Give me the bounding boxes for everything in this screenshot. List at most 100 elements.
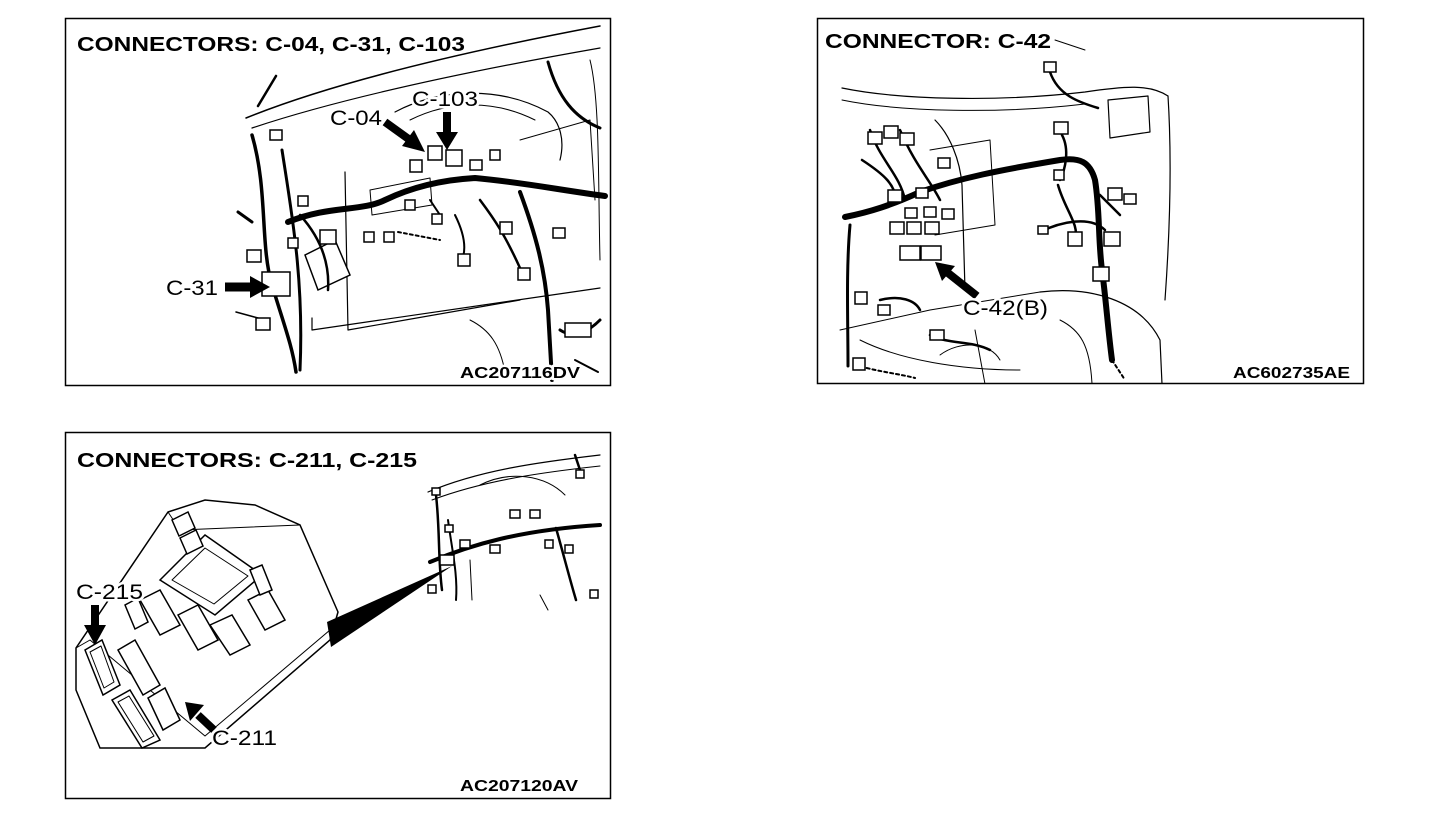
connector-group bbox=[852, 61, 1137, 371]
connector bbox=[489, 544, 501, 554]
connector-c04 bbox=[427, 145, 443, 161]
connector bbox=[906, 221, 922, 235]
panel-3-title: CONNECTORS: C-211, C-215 bbox=[77, 450, 417, 472]
glove-box-window bbox=[1107, 95, 1151, 139]
connector bbox=[269, 129, 283, 141]
connector bbox=[929, 329, 945, 341]
connector bbox=[904, 207, 918, 219]
connector bbox=[255, 317, 271, 331]
connector bbox=[499, 221, 513, 235]
center-face bbox=[929, 139, 996, 236]
right-harness-down bbox=[518, 190, 554, 382]
shifter-edge bbox=[974, 329, 986, 383]
label-c215: C-215 bbox=[76, 581, 143, 604]
connector bbox=[319, 229, 337, 245]
connector bbox=[297, 195, 309, 207]
connector bbox=[552, 227, 566, 239]
connector bbox=[883, 125, 899, 139]
cup-holder bbox=[939, 344, 1001, 361]
console-side bbox=[1059, 319, 1093, 383]
connector bbox=[899, 132, 915, 146]
dashboard-top-edge bbox=[841, 86, 1169, 100]
console-outline bbox=[1039, 290, 1163, 383]
fuse-slot bbox=[179, 528, 204, 556]
arrow-head bbox=[185, 702, 204, 721]
connector-c42b bbox=[899, 245, 921, 261]
harness-wire bbox=[256, 74, 278, 108]
panel-connector-c42: CONNECTOR: C-42 C-42(B) AC602735AE bbox=[816, 17, 1365, 385]
connector bbox=[517, 267, 531, 281]
cluster-hood-inner bbox=[409, 104, 536, 121]
connector-slot bbox=[147, 686, 181, 732]
main-harness bbox=[428, 523, 602, 564]
arrow-head bbox=[402, 130, 425, 152]
knee-panel-edge bbox=[469, 319, 506, 373]
connector-slot-c211 bbox=[110, 688, 162, 749]
harness-wire bbox=[1038, 220, 1107, 234]
console-face bbox=[469, 559, 473, 601]
arrow-head bbox=[84, 625, 106, 645]
connector bbox=[937, 157, 951, 169]
arrow-c31 bbox=[225, 276, 270, 298]
connector bbox=[1043, 61, 1057, 73]
harness-wire bbox=[546, 60, 602, 130]
connector bbox=[889, 221, 905, 235]
right-dash-edge bbox=[589, 59, 601, 261]
right-harness bbox=[554, 526, 578, 602]
relay bbox=[208, 614, 252, 656]
junction-block bbox=[75, 499, 339, 749]
fuse-slot bbox=[249, 564, 273, 596]
connector bbox=[404, 199, 416, 211]
cluster-hood bbox=[479, 475, 566, 496]
panel-1-drawing bbox=[225, 25, 608, 382]
arrow-c103 bbox=[436, 112, 458, 150]
label-c211: C-211 bbox=[212, 727, 277, 750]
connector bbox=[887, 189, 903, 203]
harness-wire bbox=[236, 210, 254, 224]
panel-1-figure-code: AC207116DV bbox=[460, 365, 580, 382]
relay-large-inner bbox=[171, 547, 249, 605]
connector bbox=[1053, 121, 1069, 135]
lower-dash-outline bbox=[311, 287, 601, 331]
relay bbox=[176, 604, 220, 651]
connector bbox=[1037, 225, 1049, 235]
connector bbox=[409, 159, 423, 173]
panel-2-figure-code: AC602735AE bbox=[1233, 365, 1350, 382]
connector bbox=[941, 208, 955, 220]
title-leader-line bbox=[1054, 39, 1086, 51]
cluster-hood bbox=[394, 92, 563, 161]
harness-wire-dashed bbox=[397, 231, 441, 241]
arrow-c42b bbox=[935, 262, 980, 300]
panel-3-frame bbox=[64, 431, 612, 800]
connector bbox=[867, 131, 883, 145]
harness-wire-dashed bbox=[1111, 359, 1126, 381]
connector bbox=[529, 509, 541, 519]
connector bbox=[246, 249, 262, 263]
panel-3-figure-code: AC207120AV bbox=[460, 778, 578, 795]
left-harness-inner bbox=[280, 148, 303, 372]
right-panel-edge bbox=[1164, 95, 1171, 301]
connector bbox=[287, 237, 299, 249]
panel-connectors-c211-c215: CONNECTORS: C-211, C-215 C-215 C-211 AC2… bbox=[64, 431, 612, 800]
arrow-c04 bbox=[382, 118, 425, 152]
relay bbox=[138, 589, 182, 636]
panel-connectors-c04-c31-c103: CONNECTORS: C-04, C-31, C-103 C-04 C-103… bbox=[64, 17, 612, 387]
connector-slot-c215-inner bbox=[89, 645, 115, 689]
harness-wire bbox=[235, 311, 259, 319]
panel-1-title: CONNECTORS: C-04, C-31, C-103 bbox=[77, 34, 465, 56]
junction-block-location bbox=[439, 554, 455, 566]
connector-c103 bbox=[445, 149, 463, 167]
connector-c31 bbox=[261, 271, 291, 297]
magnification-wedge bbox=[327, 566, 452, 647]
connector bbox=[564, 544, 574, 554]
arrow-head bbox=[935, 262, 955, 281]
connector-group bbox=[246, 129, 592, 338]
connector bbox=[1107, 187, 1123, 201]
connector bbox=[852, 357, 866, 371]
connector bbox=[1123, 193, 1137, 205]
connector bbox=[544, 539, 554, 549]
dashboard-top-inner-edge bbox=[841, 99, 1086, 111]
dash-face-edge bbox=[934, 119, 966, 291]
dashboard-top-edge bbox=[427, 454, 601, 493]
connector bbox=[923, 206, 937, 218]
